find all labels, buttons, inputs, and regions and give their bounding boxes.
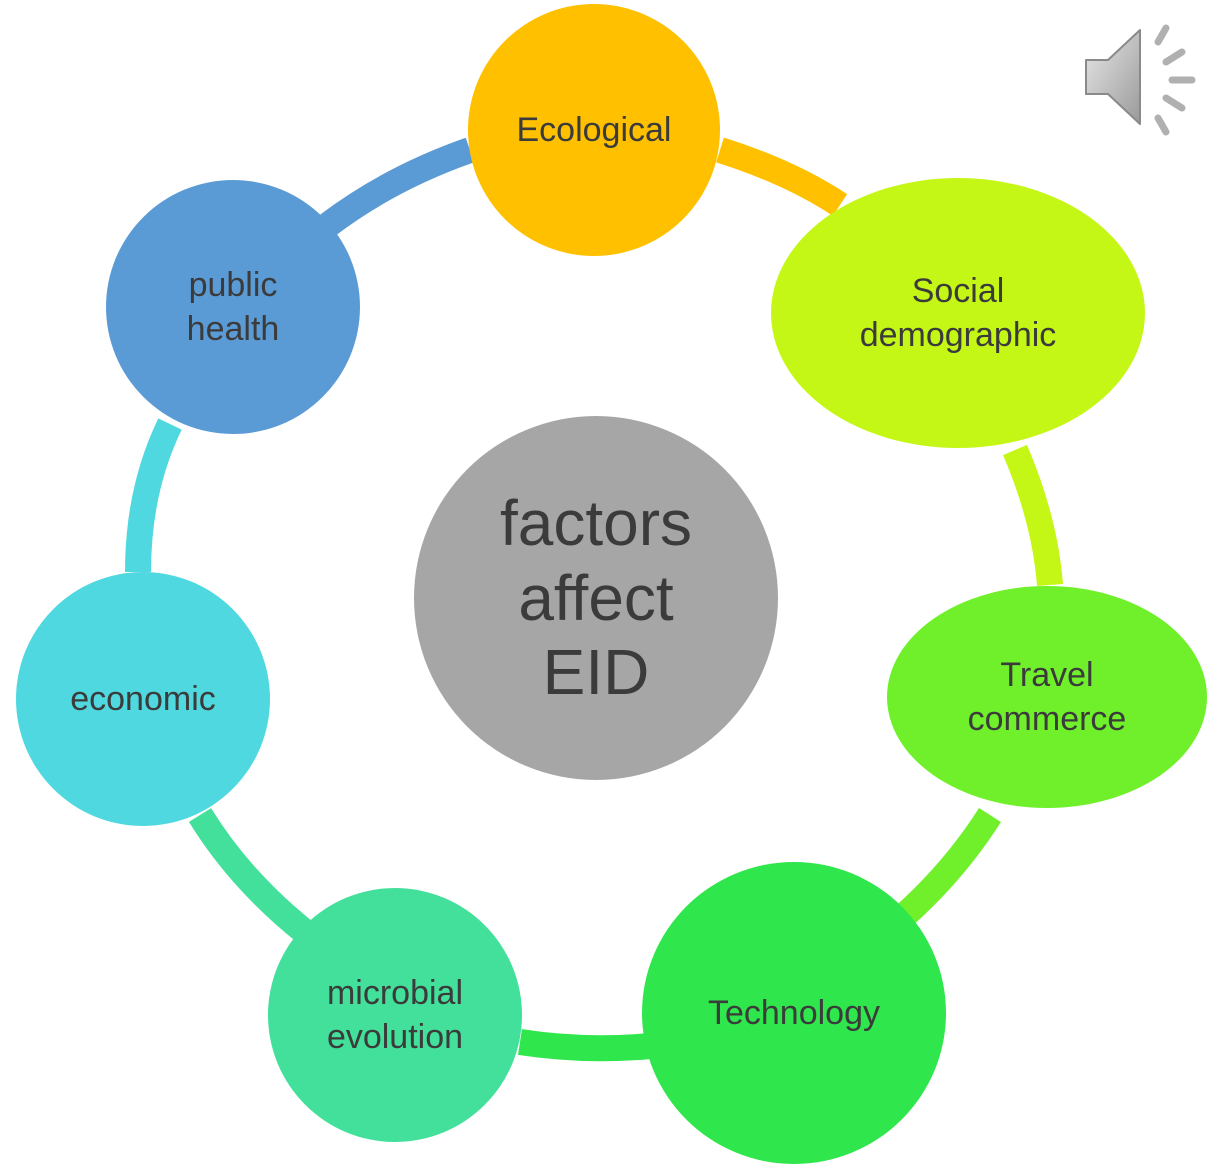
node-label-travel-commerce: Travel commerce — [967, 655, 1127, 738]
ring-segment-microbial-economic — [188, 808, 314, 943]
ring-segment-technology-microbial — [518, 1029, 652, 1062]
node-economic: economic — [16, 572, 270, 826]
node-label-technology: Technology — [707, 993, 880, 1032]
ring-segment-economic-public — [125, 418, 182, 573]
node-ecological: Ecological — [468, 4, 720, 256]
ring-segment-social-travel — [1003, 444, 1063, 587]
ring-segment-public-ecological — [320, 137, 475, 236]
speaker-audio-icon[interactable] — [1078, 20, 1208, 138]
node-travel-commerce: Travel commerce — [887, 586, 1207, 808]
node-label-microbial-evolution: microbial evolution — [326, 973, 464, 1056]
node-label-public-health: public health — [186, 265, 280, 348]
node-public-health: public health — [106, 180, 360, 434]
ring-segment-ecological-social — [716, 137, 848, 216]
node-label-ecological: Ecological — [516, 110, 672, 149]
center-node: factors affect EID — [414, 416, 778, 780]
node-social-demographic: Social demographic — [771, 178, 1145, 448]
node-microbial-evolution: microbial evolution — [268, 888, 522, 1142]
node-label-economic: economic — [70, 679, 216, 718]
node-technology: Technology — [642, 862, 946, 1164]
center-node-label: factors affect EID — [499, 486, 693, 709]
node-label-social-demographic: Social demographic — [859, 271, 1057, 354]
ring-segment-travel-technology — [896, 808, 1001, 925]
